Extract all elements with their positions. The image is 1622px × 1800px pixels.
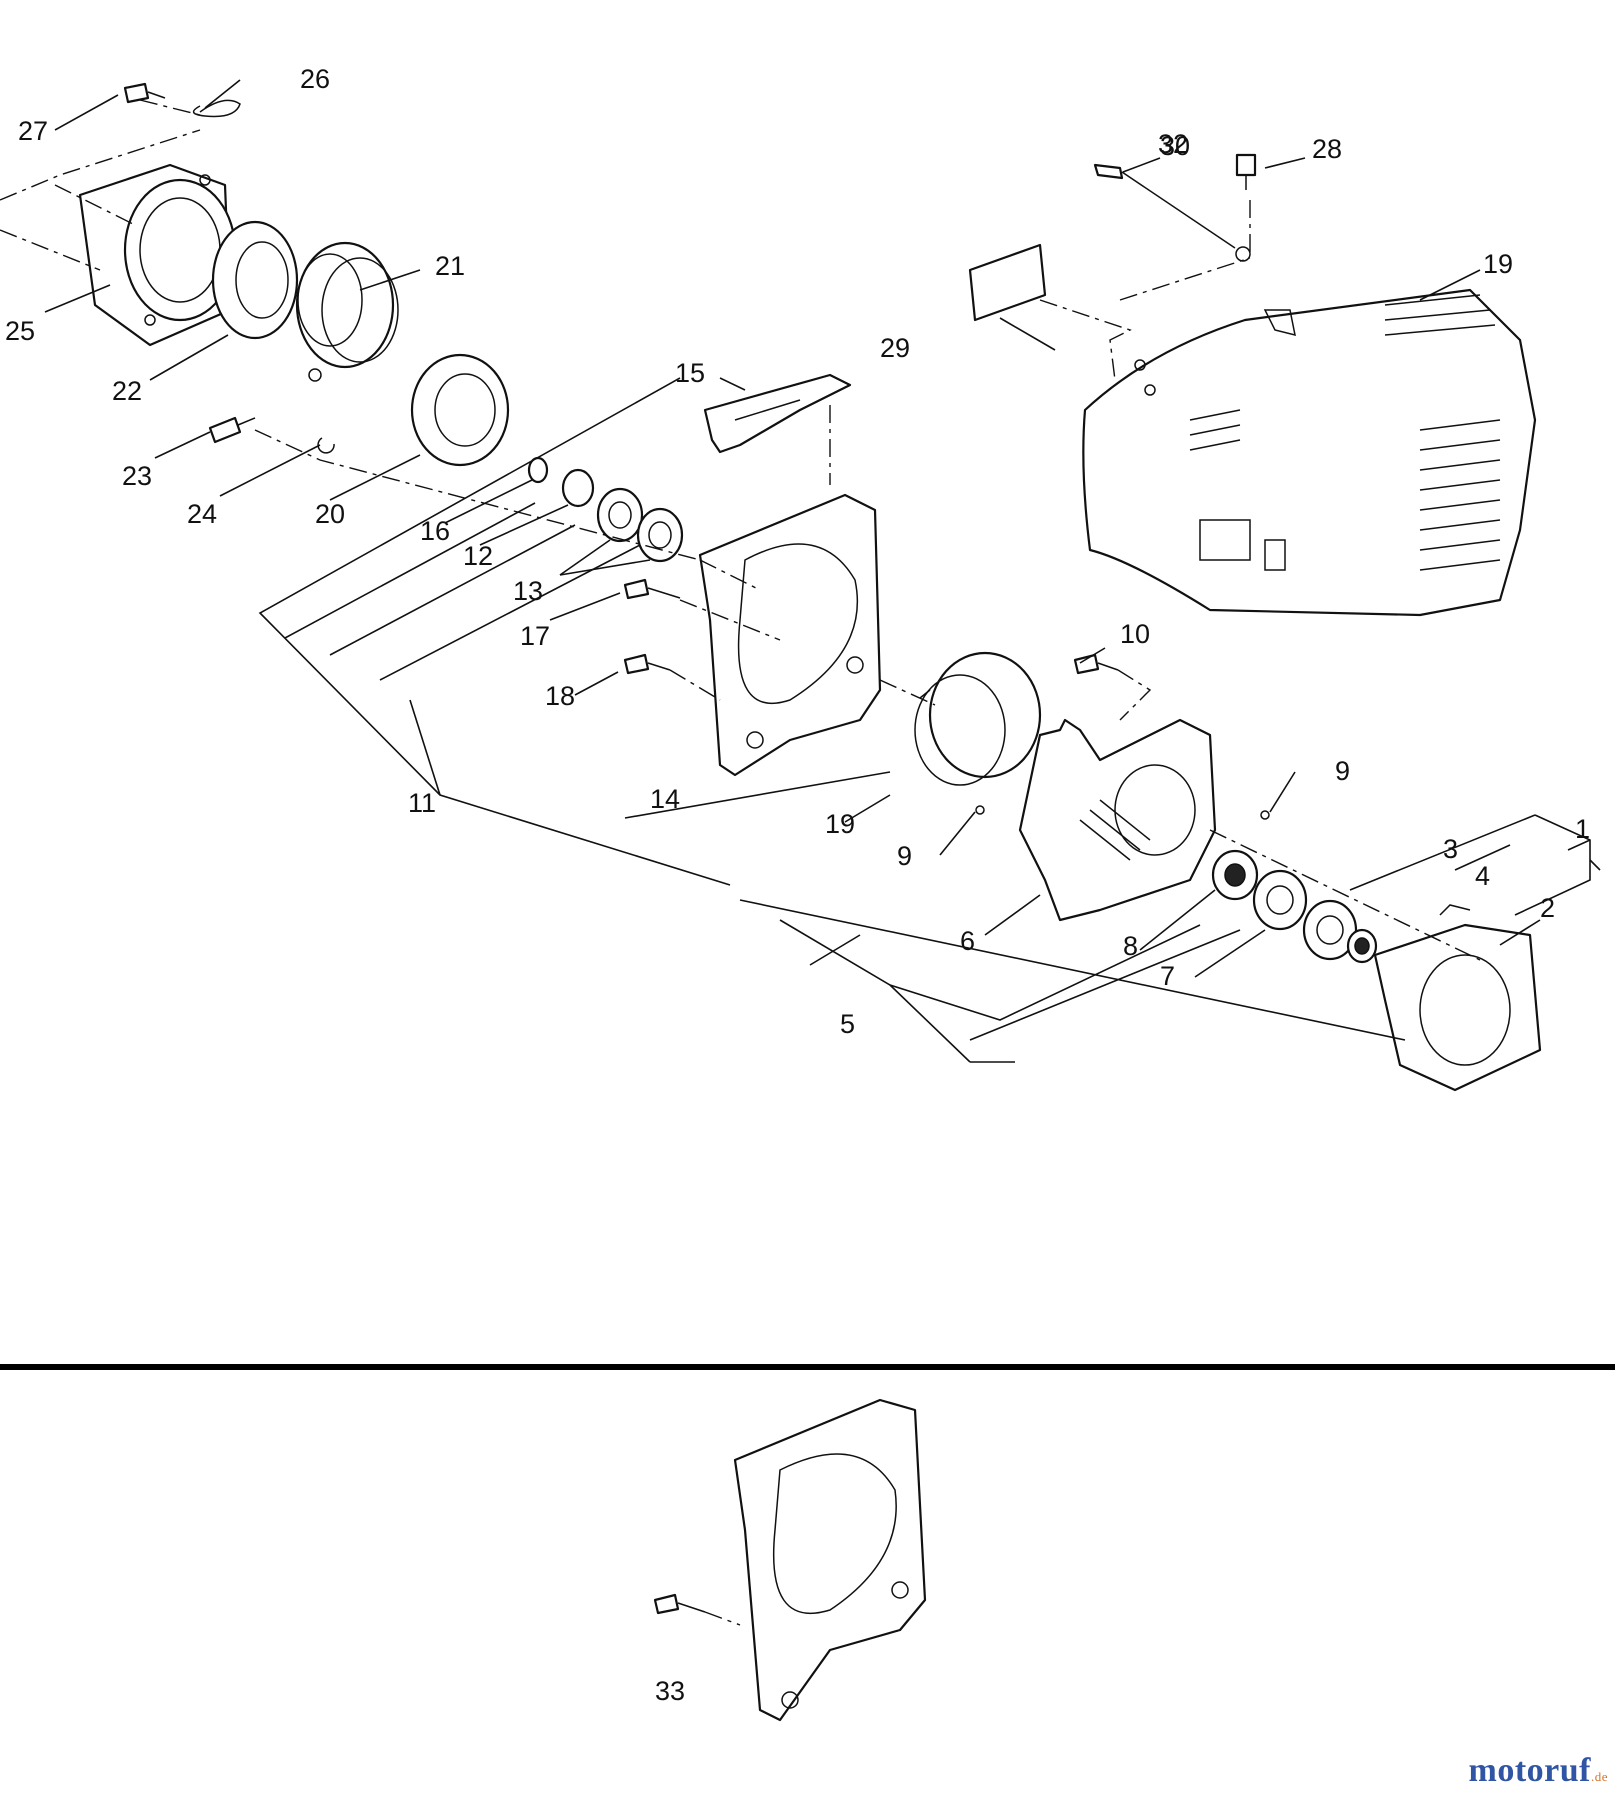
callout-label: 17 <box>520 621 550 651</box>
callout-label: 4 <box>1475 861 1490 891</box>
part-rings-and-bearings <box>527 456 684 563</box>
callout-label: 6 <box>960 926 975 956</box>
callout-label: 27 <box>18 116 48 146</box>
callout-label: 32 <box>1158 129 1188 159</box>
callout-label: 1 <box>1575 814 1590 844</box>
callout-label: 11 <box>408 788 436 818</box>
callout-label: 13 <box>513 576 543 606</box>
callout-label: 5 <box>840 1009 855 1039</box>
part-clutch-drum <box>914 651 1042 786</box>
callout-label: 21 <box>435 251 465 281</box>
callout-label: 24 <box>187 499 217 529</box>
callout-leaders <box>44 79 1601 1063</box>
part-bearing-ring <box>410 353 510 467</box>
part-clutch-spring <box>295 241 399 382</box>
callout-label: 16 <box>420 516 450 546</box>
part-clutch-housing <box>78 163 237 347</box>
callout-numbers: 27 26 25 22 21 23 24 20 16 12 13 17 18 1… <box>5 64 1590 1706</box>
part-handle-cover <box>703 373 852 454</box>
callout-label: 9 <box>1335 756 1350 786</box>
callout-label: 3 <box>1443 834 1458 864</box>
callout-label: 12 <box>463 541 493 571</box>
callout-label: 8 <box>1123 931 1138 961</box>
callout-label: 19 <box>1483 249 1513 279</box>
callout-label: 25 <box>5 316 35 346</box>
part-small-bolts <box>123 82 335 454</box>
watermark-logo: motoruf.de <box>1469 1752 1609 1790</box>
callout-label: 30 <box>1160 131 1190 161</box>
callout-label: 14 <box>650 784 680 814</box>
callout-label: 19 <box>825 809 855 839</box>
callout-label: 23 <box>122 461 152 491</box>
callout-label: 33 <box>655 1676 685 1706</box>
part-flange-housing <box>1373 904 1542 1092</box>
callout-label: 26 <box>300 64 330 94</box>
watermark-tld: .de <box>1590 1769 1608 1784</box>
part-clutch-shoe <box>211 220 299 340</box>
callout-label: 9 <box>897 841 912 871</box>
callout-label: 18 <box>545 681 575 711</box>
part-label-wire-screw <box>968 153 1257 322</box>
callout-label: 20 <box>315 499 345 529</box>
part-right-bearings <box>975 805 1378 964</box>
part-crankcase-right <box>1018 718 1217 922</box>
part-bolts <box>623 578 1119 675</box>
callout-label: 29 <box>880 333 910 363</box>
callout-label: 10 <box>1120 619 1150 649</box>
part-crankcase-replacement <box>653 1398 927 1722</box>
watermark-brand: motoruf <box>1468 1752 1591 1789</box>
callout-label: 22 <box>112 376 142 406</box>
callout-label: 7 <box>1160 961 1175 991</box>
callout-label: 15 <box>675 358 705 388</box>
part-crankcase-left <box>698 493 882 777</box>
callout-label: 28 <box>1312 134 1342 164</box>
callout-label: 2 <box>1540 893 1555 923</box>
part-engine-cover <box>1082 288 1537 617</box>
